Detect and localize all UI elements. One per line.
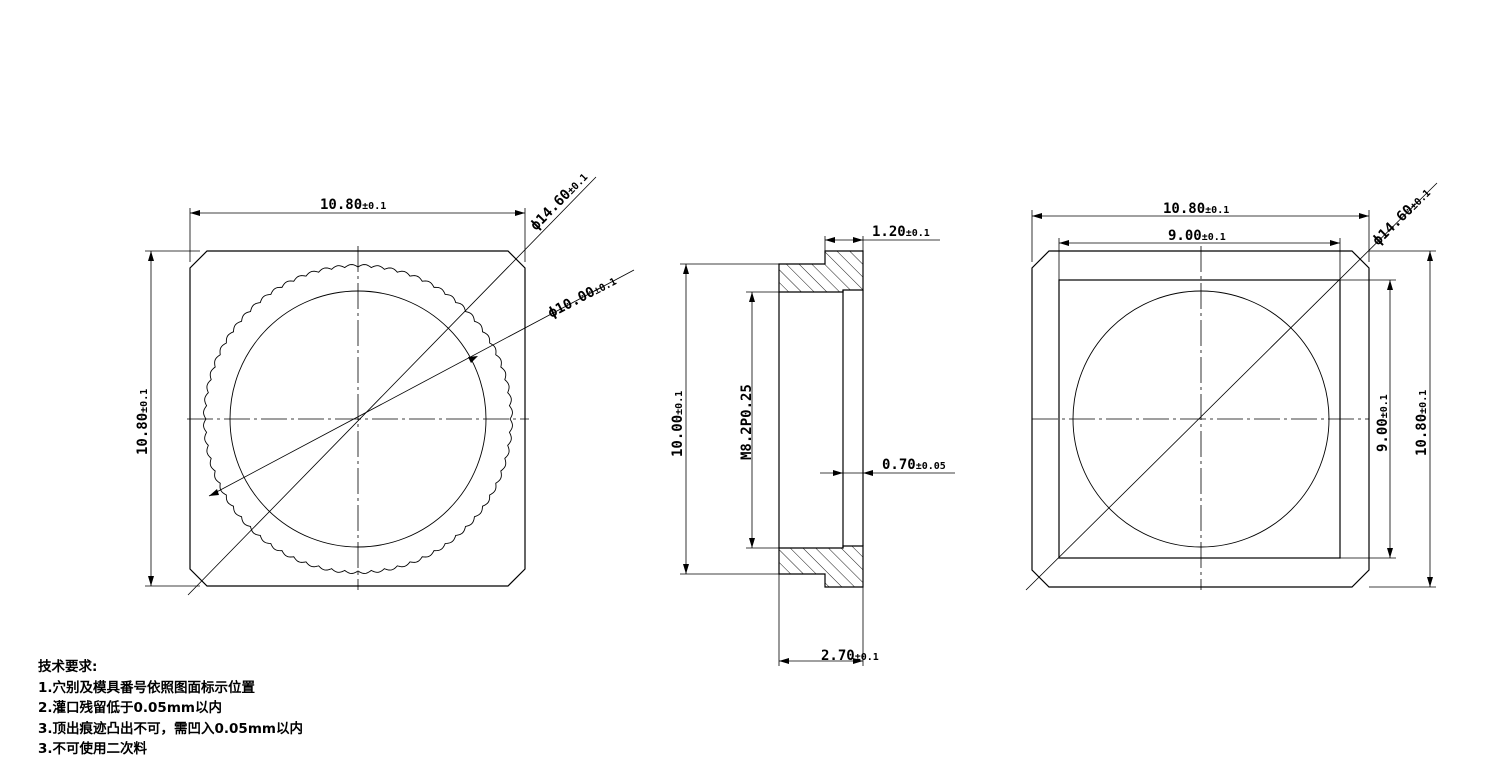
section-bottom-wall [778,545,864,588]
front-width-dimension: 10.80±0.1 [320,197,386,213]
front-height-dimension: 10.80±0.1 [135,389,151,455]
rear-outer-diameter-dimension: ϕ14.60±0.1 [1370,185,1434,249]
front-inner-diameter-dimension: ϕ10.00±0.1 [545,273,619,322]
rear-view: 10.80±0.1 9.00±0.1 ϕ14.60±0.1 9.00±0.1 1… [1025,182,1438,591]
technical-requirements: 技术要求: 1.穴别及模具番号依照图面标示位置 2.灌口残留低于0.05mm以内… [38,657,303,760]
rear-inner-height-dimension: 9.00±0.1 [1375,394,1391,452]
note-item: 2.灌口残留低于0.05mm以内 [38,700,222,716]
notes-title: 技术要求: [38,659,98,675]
section-height-dimension: 10.00±0.1 [670,391,686,457]
rear-inner-width-dimension: 9.00±0.1 [1168,228,1226,244]
section-length-dimension: 2.70±0.1 [821,648,879,664]
front-inner-diameter-leader [208,319,541,497]
note-item: 3.不可使用二次料 [38,741,148,757]
note-item: 1.穴别及模具番号依照图面标示位置 [38,679,256,696]
section-top-wall [778,250,864,293]
rear-height-dimension: 10.80±0.1 [1414,390,1430,456]
front-outer-diameter-leader [187,176,597,596]
section-view: 1.20±0.1 10.00±0.1 M8.2P0.25 0.70±0.05 2… [670,224,955,666]
rear-outline [1031,250,1370,588]
rear-outer-diameter-leader [1025,182,1438,591]
section-thread-label: M8.2P0.25 [739,384,755,460]
front-outline [189,250,526,587]
note-item: 3.顶出痕迹凸出不可，需凹入0.05mm以内 [38,720,303,737]
front-outer-diameter-dimension: ϕ14.60±0.1 [527,169,591,234]
rear-width-dimension: 10.80±0.1 [1163,201,1229,217]
front-view: 10.80±0.1 10.80±0.1 ϕ14.60±0.1 ϕ10.00±0.… [135,169,635,596]
section-wall-dimension: 0.70±0.05 [882,457,946,473]
section-flange-dimension: 1.20±0.1 [872,224,930,240]
